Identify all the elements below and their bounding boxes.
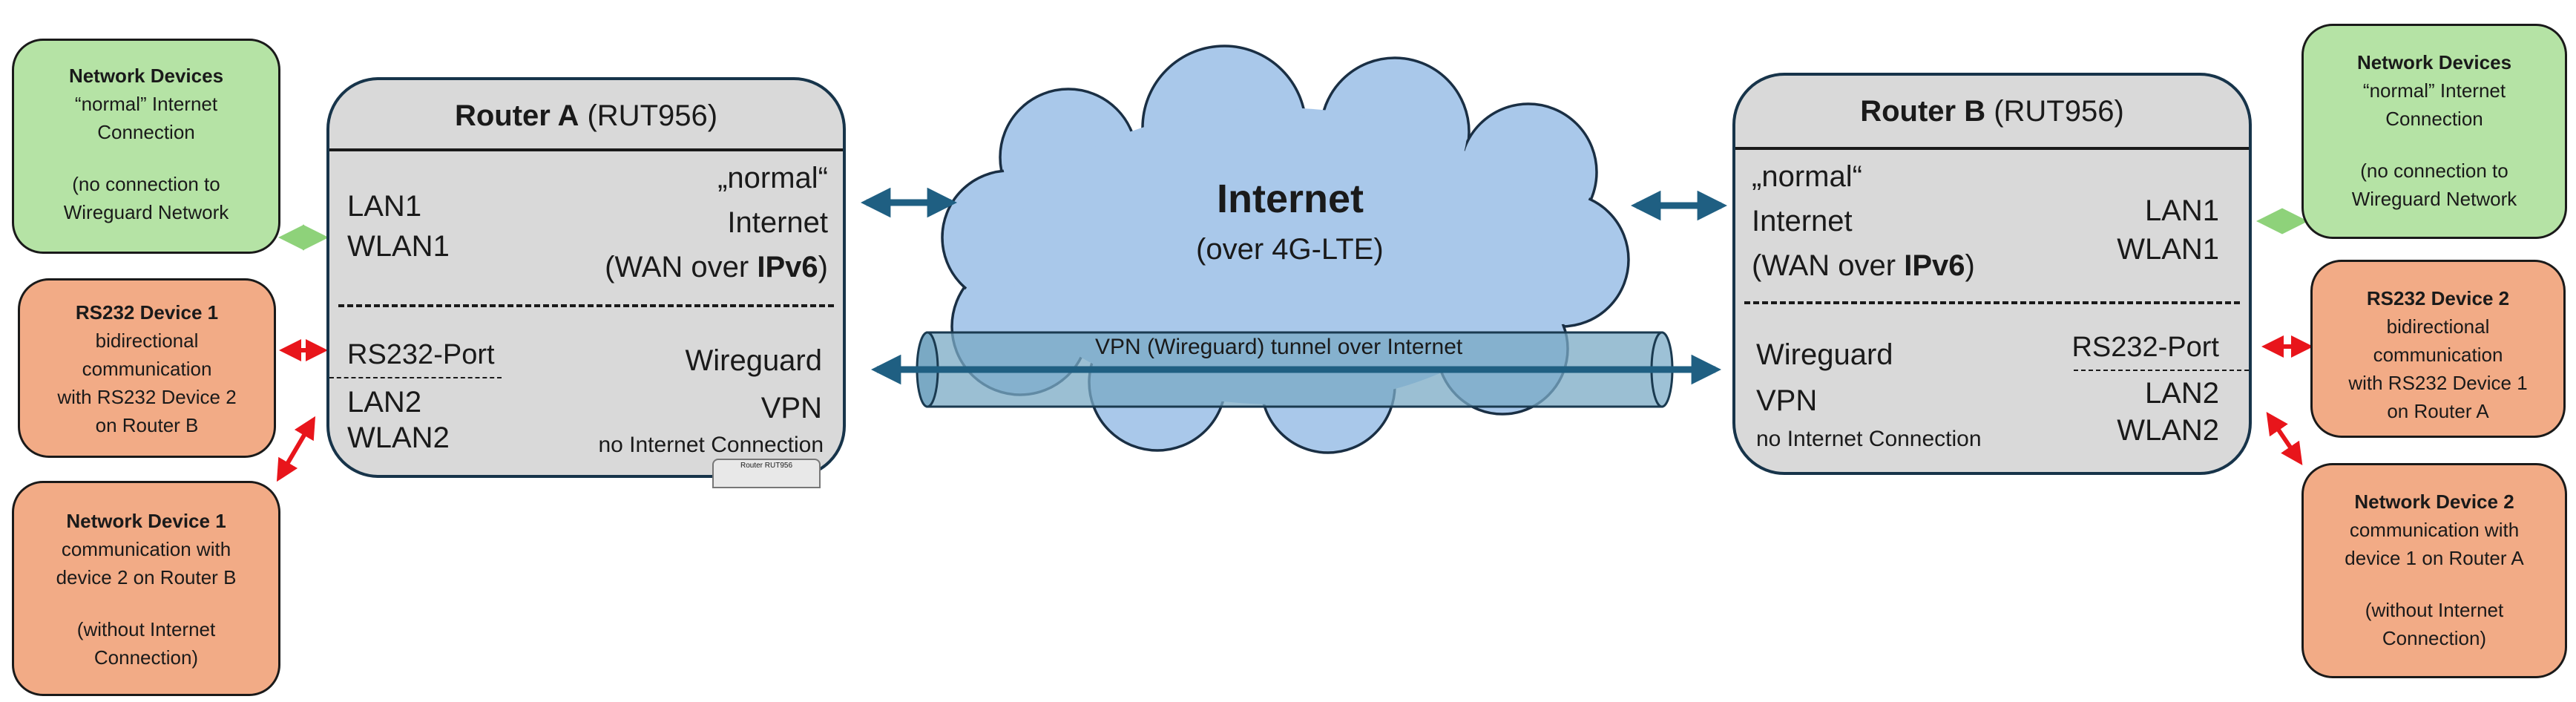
left-rs232-device-line1: bidirectional — [95, 329, 199, 352]
left-network-device-arrow — [276, 416, 316, 482]
right-network-devices-line3: (no connection to — [2360, 160, 2508, 182]
router-a-tab: Router RUT956 — [712, 459, 821, 488]
left-rs232-device-line3: with RS232 Device 2 — [57, 386, 237, 408]
right-network-devices-title: Network Devices — [2356, 51, 2512, 73]
router-b-title: Router B (RUT956) — [1735, 95, 2249, 128]
router-a-internet-line1: „normal“ — [717, 162, 828, 194]
router-a-wlan1: WLAN1 — [347, 230, 450, 263]
left-network-devices-line1: “normal” Internet — [74, 93, 218, 115]
router-b-vpn: VPN — [1756, 384, 1818, 417]
router-b-ipv6: IPv6 — [1904, 249, 1965, 282]
router-a-wireguard: Wireguard — [685, 344, 822, 377]
right-network-devices-line1: “normal” Internet — [2362, 79, 2506, 102]
right-network-device-arrow — [2266, 412, 2303, 465]
router-b-port-divider — [2074, 370, 2249, 371]
right-network-device-line3: (without Internet — [2365, 599, 2504, 621]
router-b-title-divider — [1735, 147, 2249, 150]
router-a-wan-line: (WAN over IPv6) — [605, 251, 828, 283]
right-network-device-line2: device 1 on Router A — [2345, 547, 2524, 569]
router-b-wlan1: WLAN1 — [2117, 233, 2219, 266]
router-b-internet-line2: Internet — [1752, 205, 1853, 237]
left-rs232-device-line2: communication — [82, 358, 212, 380]
router-a: Router A (RUT956) LAN1 WLAN1 „normal“ In… — [326, 77, 846, 478]
router-b-wlan2: WLAN2 — [2117, 414, 2219, 447]
router-a-vpn: VPN — [760, 392, 822, 424]
right-rs232-device-box: RS232 Device 2 bidirectional communicati… — [2310, 260, 2566, 438]
left-network-device-line3: (without Internet — [76, 618, 216, 640]
internet-subtitle: (over 4G-LTE) — [1196, 233, 1384, 266]
left-network-devices-box: Network Devices “normal” Internet Connec… — [12, 39, 280, 254]
router-b-no-internet: no Internet Connection — [1756, 427, 1982, 451]
left-rs232-device-line4: on Router B — [95, 414, 199, 436]
router-b: Router B (RUT956) „normal“ Internet (WAN… — [1732, 73, 2252, 475]
right-rs232-device-line4: on Router A — [2387, 400, 2489, 422]
left-network-device-line2: device 2 on Router B — [56, 566, 237, 588]
router-b-wireguard: Wireguard — [1756, 338, 1893, 371]
right-network-device-line1: communication with — [2349, 519, 2520, 541]
internet-title: Internet — [1217, 177, 1364, 221]
right-rs232-device-line2: communication — [2373, 344, 2503, 366]
right-network-device-title: Network Device 2 — [2354, 491, 2514, 513]
router-a-tab-label: Router RUT956 — [740, 462, 793, 470]
left-network-device-title: Network Device 1 — [66, 510, 226, 532]
left-network-device-line1: communication with — [61, 538, 231, 560]
router-b-rs232-port: RS232-Port — [2071, 332, 2219, 363]
router-b-wan-line: (WAN over IPv6) — [1752, 249, 1975, 282]
left-network-devices-line4: Wireguard Network — [63, 201, 229, 223]
right-network-devices-line4: Wireguard Network — [2351, 188, 2517, 210]
right-rs232-device-line1: bidirectional — [2386, 315, 2490, 338]
left-rs232-device-title: RS232 Device 1 — [75, 301, 219, 324]
left-rs232-device-box: RS232 Device 1 bidirectional communicati… — [18, 278, 276, 458]
left-network-device-line4: Connection) — [93, 646, 199, 669]
router-a-wlan2: WLAN2 — [347, 421, 450, 454]
router-a-name: Router A — [454, 99, 579, 132]
right-rs232-device-line3: with RS232 Device 1 — [2348, 372, 2528, 394]
router-a-internet-line2: Internet — [727, 206, 828, 239]
router-b-lan1: LAN1 — [2144, 194, 2219, 227]
router-b-lan2: LAN2 — [2144, 377, 2219, 410]
right-network-device-line4: Connection) — [2382, 627, 2487, 649]
router-a-port-divider — [329, 377, 502, 378]
router-a-section-divider — [338, 304, 834, 307]
router-a-title-divider — [329, 148, 843, 151]
router-a-rs232-port: RS232-Port — [347, 339, 495, 370]
left-network-device-box: Network Device 1 communication with devi… — [12, 481, 280, 696]
router-b-model: (RUT956) — [1994, 95, 2124, 128]
right-rs232-device-title: RS232 Device 2 — [2366, 287, 2510, 309]
router-a-lan2: LAN2 — [347, 386, 422, 419]
right-network-devices-box: Network Devices “normal” Internet Connec… — [2301, 24, 2567, 239]
right-network-device-box: Network Device 2 communication with devi… — [2301, 463, 2567, 678]
router-b-section-divider — [1744, 301, 2240, 304]
router-a-lan1: LAN1 — [347, 190, 422, 223]
router-a-ipv6: IPv6 — [757, 251, 818, 283]
left-network-devices-title: Network Devices — [68, 65, 224, 87]
left-network-devices-line3: (no connection to — [72, 173, 220, 195]
router-a-no-internet: no Internet Connection — [598, 433, 824, 457]
router-a-title: Router A (RUT956) — [329, 99, 843, 133]
router-a-model: (RUT956) — [587, 99, 718, 132]
left-network-devices-line2: Connection — [97, 121, 195, 143]
router-b-name: Router B — [1860, 95, 1986, 128]
right-network-devices-line2: Connection — [2385, 108, 2483, 130]
vpn-tunnel-label: VPN (Wireguard) tunnel over Internet — [1095, 335, 1463, 359]
router-b-internet-line1: „normal“ — [1752, 160, 1862, 193]
